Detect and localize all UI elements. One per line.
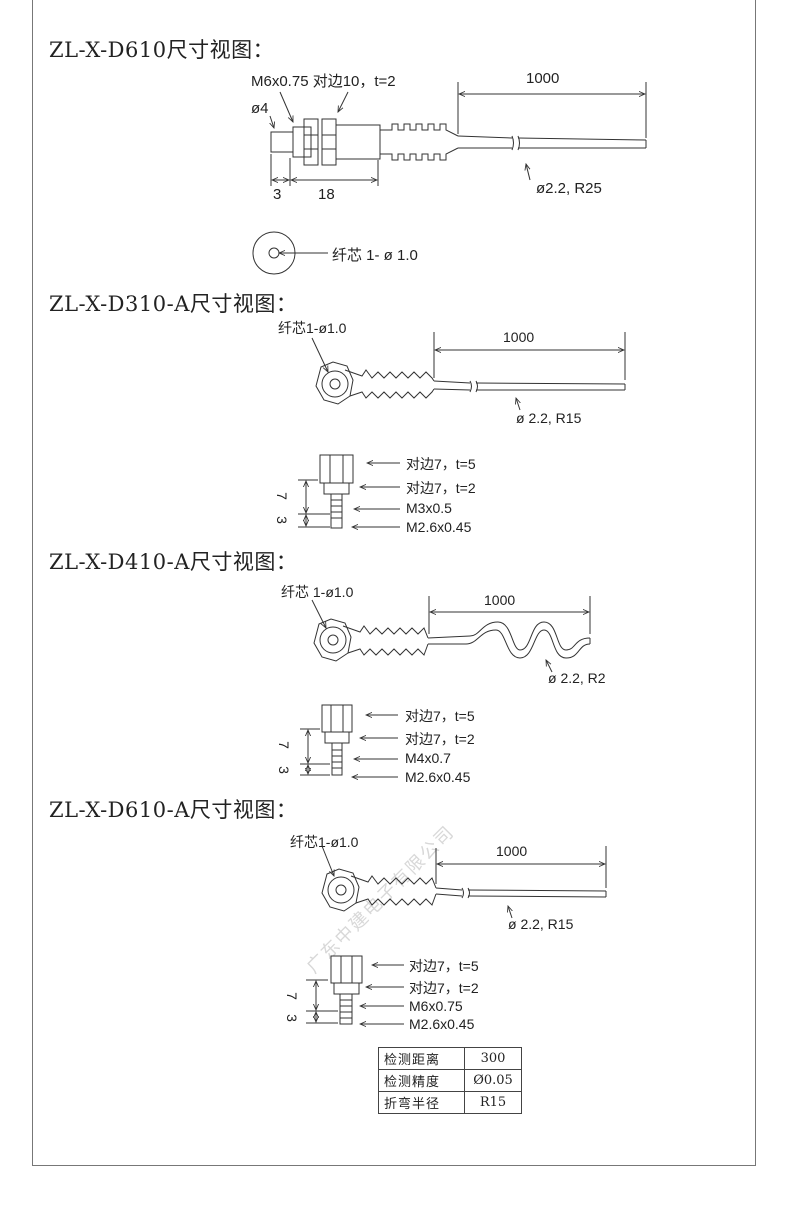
dim-3-label: 3 xyxy=(273,186,282,203)
dim-3-label: 3 xyxy=(273,516,290,524)
table-row: 检测精度 Ø0.05 xyxy=(378,1069,522,1092)
length-label: 1000 xyxy=(496,843,528,859)
table-row: 检测距离 300 xyxy=(378,1047,522,1070)
thread2-label: M2.6x0.45 xyxy=(405,769,471,785)
drawing-d310a xyxy=(298,332,626,528)
nut1-label: 对边7，t=5 xyxy=(406,456,476,472)
thread2-label: M2.6x0.45 xyxy=(406,519,472,535)
thread1-label: M3x0.5 xyxy=(406,500,452,516)
spec-value: Ø0.05 xyxy=(464,1069,522,1092)
dim-7-label: 7 xyxy=(273,492,290,500)
section-title-d610a: ZL-X-D610-A尺寸视图： xyxy=(49,798,298,822)
section-title-d310a: ZL-X-D310-A尺寸视图： xyxy=(49,292,298,316)
dim-3-label: 3 xyxy=(283,1014,300,1022)
section-title-d610: ZL-X-D610尺寸视图： xyxy=(49,38,275,62)
thread-spec-label: M6x0.75 对边10，t=2 xyxy=(251,73,396,90)
nut2-label: 对边7，t=2 xyxy=(409,980,479,996)
nut1-label: 对边7，t=5 xyxy=(409,958,479,974)
core-label: 纤芯1-ø1.0 xyxy=(278,320,347,336)
drawing-d410a xyxy=(300,596,591,777)
spec-table: 检测距离 300 检测精度 Ø0.05 折弯半径 R15 xyxy=(378,1047,522,1114)
length-label: 1000 xyxy=(526,70,560,87)
core-label: 纤芯 1-ø1.0 xyxy=(281,584,354,600)
core-label: 纤芯1-ø1.0 xyxy=(290,834,359,850)
dim-7-label: 7 xyxy=(275,741,292,749)
cable-spec-label: ø 2.2, R2 xyxy=(548,670,606,686)
section-title-d410a: ZL-X-D410-A尺寸视图： xyxy=(49,550,298,574)
nut1-label: 对边7，t=5 xyxy=(405,708,475,724)
diameter-label: ø4 xyxy=(251,100,269,117)
dim-3-label: 3 xyxy=(275,766,292,774)
nut2-label: 对边7，t=2 xyxy=(406,480,476,496)
spec-key: 折弯半径 xyxy=(378,1091,465,1114)
drawing-d610 xyxy=(252,82,647,275)
cable-spec-label: ø 2.2, R15 xyxy=(508,916,574,932)
thread1-label: M6x0.75 xyxy=(409,998,463,1014)
length-label: 1000 xyxy=(484,592,516,608)
dim-7-label: 7 xyxy=(283,992,300,1000)
spec-key: 检测精度 xyxy=(378,1069,465,1092)
spec-key: 检测距离 xyxy=(378,1047,465,1070)
length-label: 1000 xyxy=(503,329,535,345)
thread1-label: M4x0.7 xyxy=(405,750,451,766)
drawing-d610a xyxy=(306,845,607,1024)
nut2-label: 对边7，t=2 xyxy=(405,731,475,747)
spec-value: R15 xyxy=(464,1091,522,1114)
table-row: 折弯半径 R15 xyxy=(378,1091,522,1114)
page-frame xyxy=(32,0,756,1166)
core-label: 纤芯 1- ø 1.0 xyxy=(332,247,418,264)
dim-18-label: 18 xyxy=(318,186,335,203)
thread2-label: M2.6x0.45 xyxy=(409,1016,475,1032)
cable-spec-label: ø 2.2, R15 xyxy=(516,410,582,426)
cable-spec-label: ø2.2, R25 xyxy=(536,180,602,197)
spec-value: 300 xyxy=(464,1047,522,1070)
